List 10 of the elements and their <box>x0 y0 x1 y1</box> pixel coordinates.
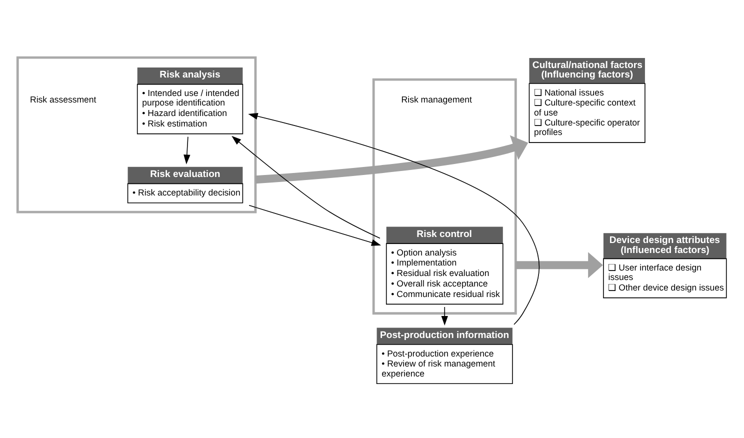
arrow <box>441 306 448 326</box>
cluster <box>372 78 517 315</box>
label: Risk assessment <box>30 94 96 105</box>
arrow <box>255 135 528 184</box>
label: Risk management <box>401 94 472 105</box>
arrow <box>516 252 603 278</box>
arrow <box>232 136 380 239</box>
arrow <box>248 204 382 246</box>
cluster <box>16 56 257 214</box>
arrow <box>184 136 190 164</box>
